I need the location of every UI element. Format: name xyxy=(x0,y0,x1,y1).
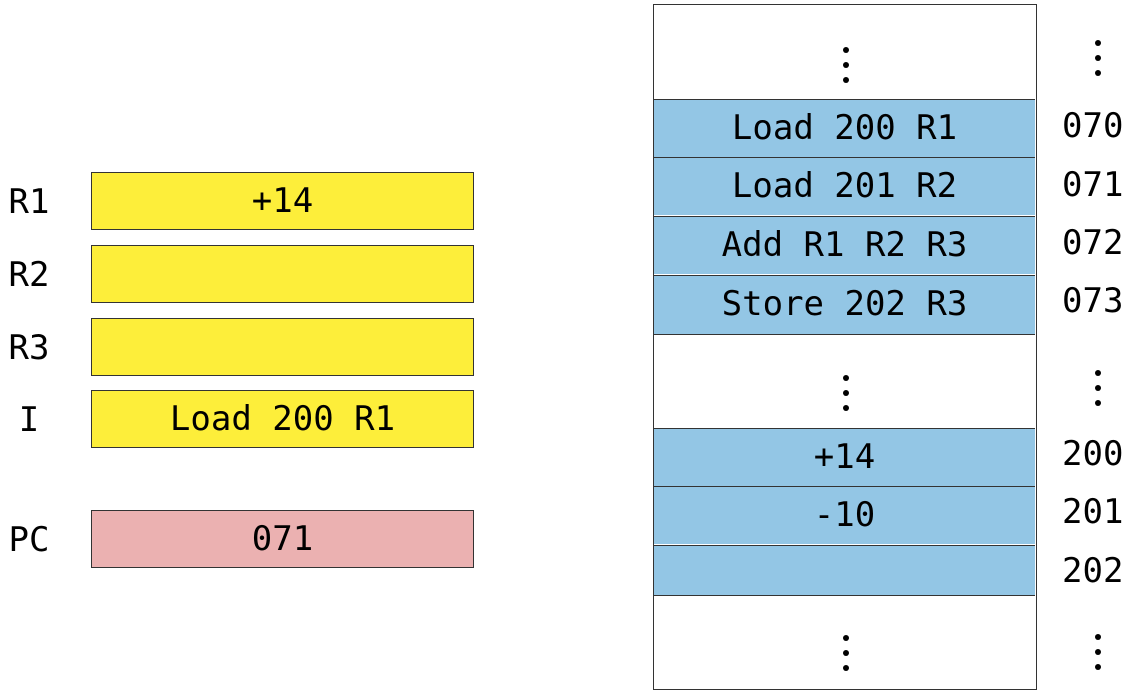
ellipsis-dots-icon xyxy=(834,375,858,415)
memory-address-201: 201 xyxy=(1062,492,1124,532)
memory-address-202: 202 xyxy=(1062,551,1124,591)
memory-cell-200: +14 xyxy=(654,428,1035,486)
register-label-r3: R3 xyxy=(8,328,50,368)
memory-column: Load 200 R1 Load 201 R2 Add R1 R2 R3 Sto… xyxy=(653,4,1037,690)
memory-cell-072: Add R1 R2 R3 xyxy=(654,216,1035,274)
register-r3-box xyxy=(91,318,474,376)
register-label-r1: R1 xyxy=(8,182,50,222)
register-r1-box: +14 xyxy=(91,172,474,230)
ellipsis-dots-icon xyxy=(1086,370,1110,410)
program-counter-box: 071 xyxy=(91,510,474,568)
ellipsis-dots-icon xyxy=(1086,40,1110,80)
memory-address-072: 072 xyxy=(1062,223,1124,263)
memory-address-071: 071 xyxy=(1062,165,1124,205)
memory-cell-071: Load 201 R2 xyxy=(654,157,1035,215)
ellipsis-dots-icon xyxy=(1086,634,1110,674)
memory-cell-202 xyxy=(654,545,1035,596)
register-label-r2: R2 xyxy=(8,255,50,295)
register-r2-box xyxy=(91,245,474,303)
register-label-i: I xyxy=(18,400,40,440)
ellipsis-dots-icon xyxy=(834,635,858,675)
memory-cell-073: Store 202 R3 xyxy=(654,275,1035,335)
register-label-pc: PC xyxy=(8,520,50,560)
memory-address-200: 200 xyxy=(1062,434,1124,474)
memory-cell-070: Load 200 R1 xyxy=(654,99,1035,157)
memory-cell-201: -10 xyxy=(654,486,1035,544)
ellipsis-dots-icon xyxy=(834,47,858,87)
instruction-register-box: Load 200 R1 xyxy=(91,390,474,448)
memory-address-073: 073 xyxy=(1062,281,1124,321)
memory-address-070: 070 xyxy=(1062,106,1124,146)
